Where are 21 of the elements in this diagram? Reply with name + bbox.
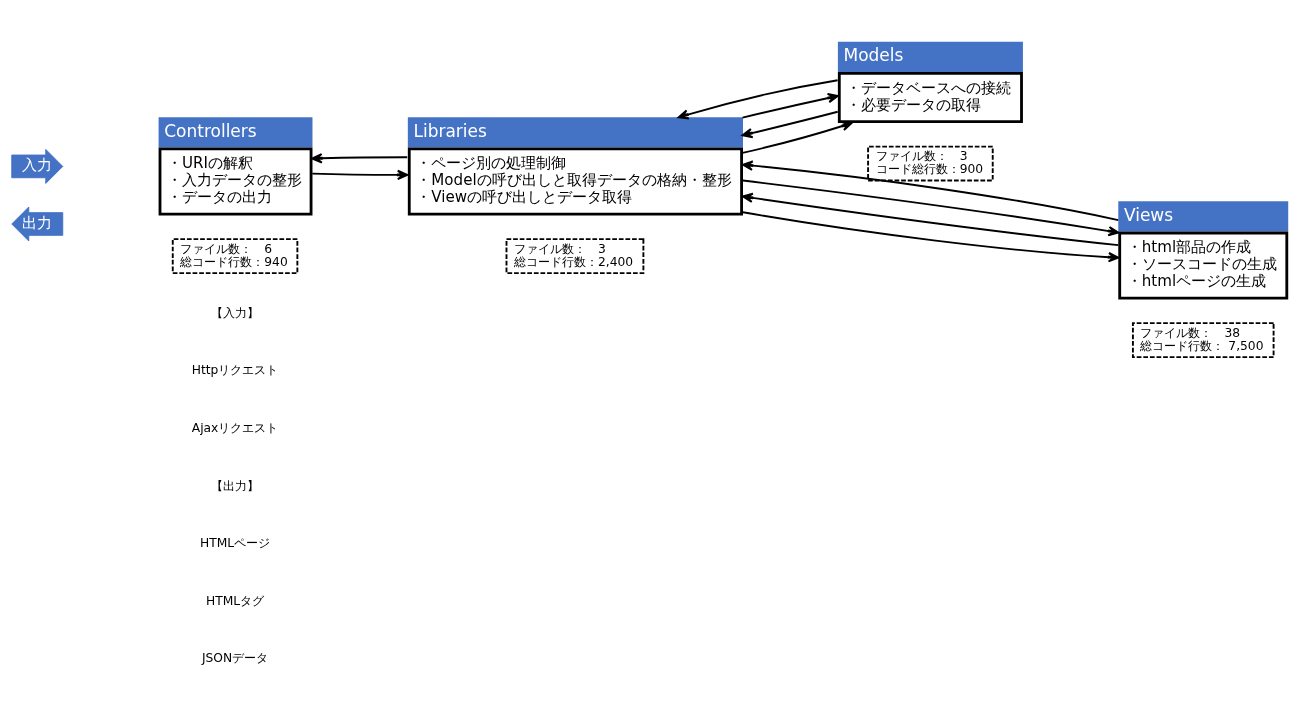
node-box: ファイル数： 3 コード総行数：900 <box>867 145 994 182</box>
label: HTMLタグ <box>205 593 265 608</box>
label: HTMLページ <box>199 536 271 551</box>
arrow <box>742 211 1120 263</box>
node-box: ファイル数： 6 総コード行数：940 <box>171 238 299 275</box>
node-box: ファイル数： 38 総コード行数： 7,500 <box>1131 322 1275 359</box>
label: Httpリクエスト <box>191 363 279 378</box>
arrow <box>742 192 1120 247</box>
arrow <box>311 169 409 181</box>
arrow <box>742 160 1120 222</box>
arrow <box>741 92 839 119</box>
arrow <box>741 120 853 154</box>
arrow <box>677 79 839 120</box>
arrow <box>741 110 839 139</box>
arrow <box>311 153 409 164</box>
label: 【出力】 <box>211 478 260 493</box>
arrow <box>742 179 1120 237</box>
label: 【入力】 <box>211 305 260 320</box>
label: JSONデータ <box>201 651 269 666</box>
node-box: ファイル数： 3 総コード行数：2,400 <box>505 238 645 275</box>
label: Ajaxリクエスト <box>191 421 279 436</box>
